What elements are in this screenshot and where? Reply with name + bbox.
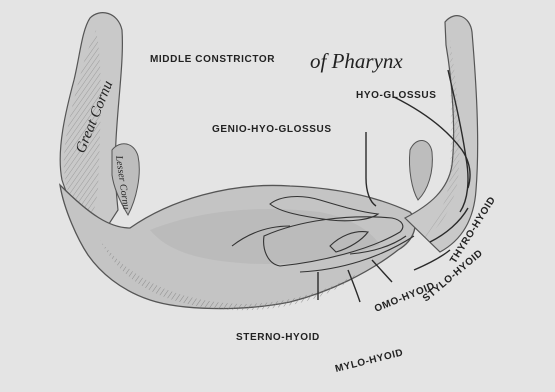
label-genio-hyo-glossus: GENIO-HYO-GLOSSUS	[212, 124, 332, 135]
label-hyo-glossus: HYO-GLOSSUS	[356, 90, 437, 101]
label-of-pharynx: of Pharynx	[310, 49, 403, 73]
label-middle-constrictor: MIDDLE CONSTRICTOR	[150, 54, 275, 65]
label-sterno-hyoid: STERNO-HYOID	[236, 332, 320, 343]
right-great-cornu	[405, 16, 478, 252]
label-mylo-hyoid: MYLO-HYOID	[334, 347, 404, 375]
